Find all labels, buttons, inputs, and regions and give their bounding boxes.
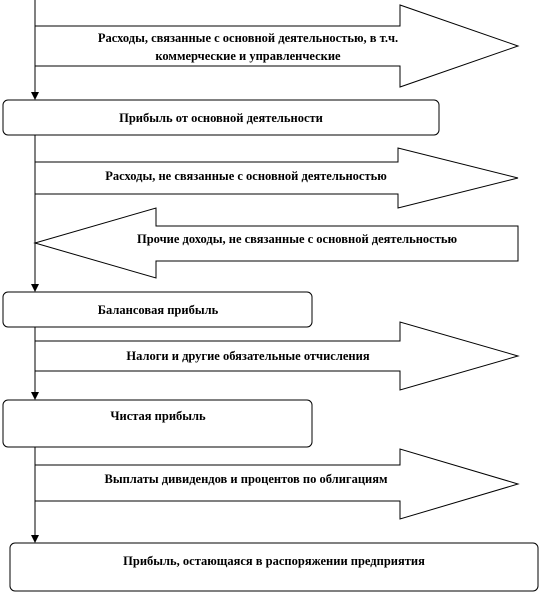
arrow-taxes-label: Налоги и другие обязательные отчисления bbox=[126, 349, 369, 363]
arrow-right-shape bbox=[34, 321, 520, 391]
box-retained-profit: Прибыль, остающаяся в распоряжении предп… bbox=[9, 542, 539, 592]
arrow-expenses-core-label-2: коммерческие и управленческие bbox=[155, 49, 341, 63]
arrow-expenses-noncore: Расходы, не связанные с основной деятель… bbox=[34, 147, 519, 209]
box-net-profit: Чистая прибыль bbox=[2, 399, 313, 448]
box-retained-profit-label: Прибыль, остающаяся в распоряжении предп… bbox=[123, 554, 425, 568]
arrow-right-shape bbox=[34, 4, 520, 88]
arrow-taxes: Налоги и другие обязательные отчисления bbox=[34, 321, 520, 391]
arrow-expenses-noncore-label: Расходы, не связанные с основной деятель… bbox=[105, 169, 387, 183]
box-shape bbox=[2, 399, 313, 448]
connector-arrowhead bbox=[31, 392, 39, 400]
arrow-left-shape bbox=[33, 207, 519, 279]
arrow-right-shape bbox=[34, 147, 519, 209]
arrow-other-income-label: Прочие доходы, не связанные с основной д… bbox=[137, 232, 458, 246]
arrow-expenses-core-label-1: Расходы, связанные с основной деятельнос… bbox=[98, 31, 398, 45]
vertical-connectors bbox=[31, 0, 39, 543]
connector-arrowhead bbox=[31, 535, 39, 543]
arrow-other-income: Прочие доходы, не связанные с основной д… bbox=[33, 207, 519, 279]
arrow-dividends-label: Выплаты дивидендов и процентов по облига… bbox=[104, 472, 387, 486]
arrow-expenses-core: Расходы, связанные с основной деятельнос… bbox=[34, 4, 520, 88]
arrow-right-shape bbox=[34, 448, 520, 520]
box-shape bbox=[2, 99, 440, 136]
box-operating-profit-label: Прибыль от основной деятельности bbox=[119, 111, 323, 125]
connector-arrowhead bbox=[31, 92, 39, 100]
box-shape bbox=[2, 291, 313, 328]
box-shape bbox=[9, 542, 539, 592]
connector-arrowhead bbox=[31, 284, 39, 292]
box-balance-profit-label: Балансовая прибыль bbox=[98, 303, 219, 317]
box-net-profit-label: Чистая прибыль bbox=[110, 409, 206, 423]
box-operating-profit: Прибыль от основной деятельности bbox=[2, 99, 440, 136]
arrow-dividends: Выплаты дивидендов и процентов по облига… bbox=[34, 448, 520, 520]
box-balance-profit: Балансовая прибыль bbox=[2, 291, 313, 328]
